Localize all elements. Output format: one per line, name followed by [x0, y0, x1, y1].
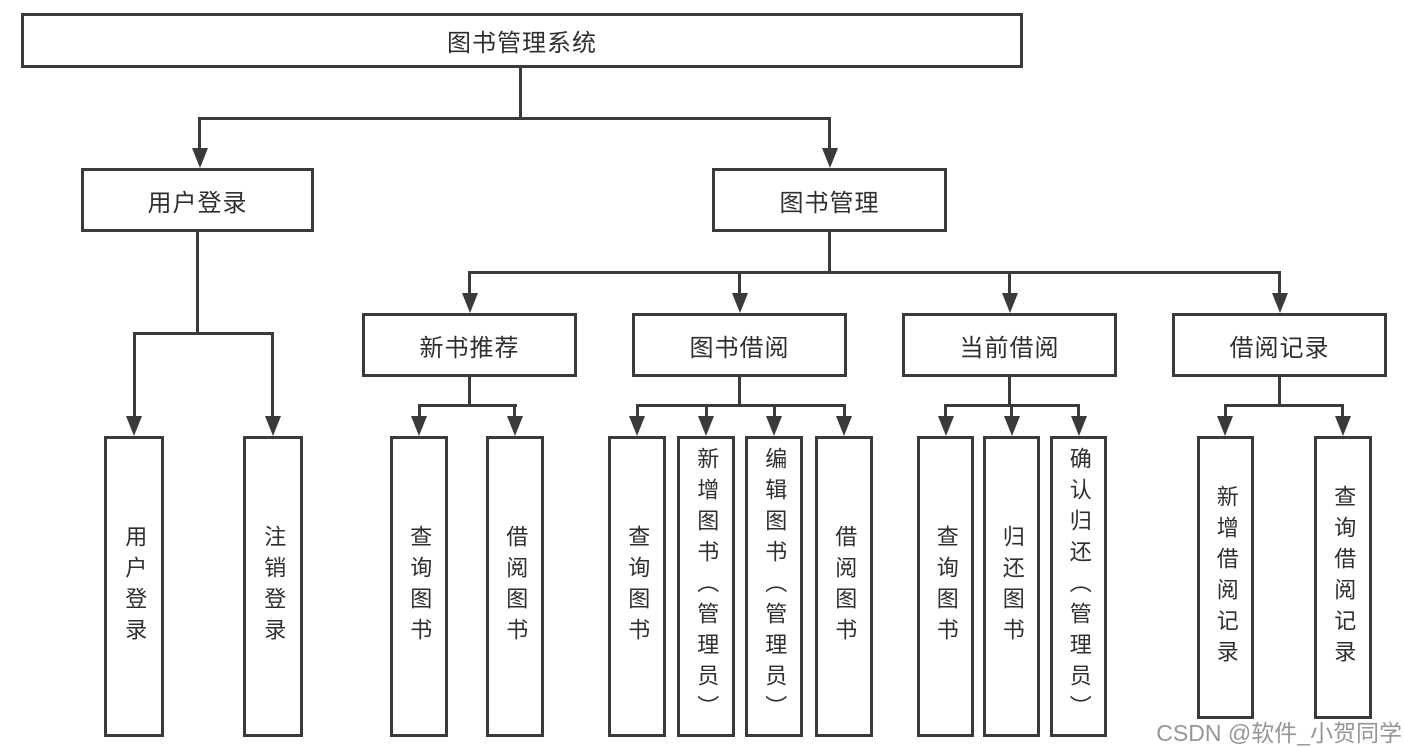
arrow-down-icon — [938, 416, 954, 436]
arrow-down-icon — [507, 416, 523, 436]
arrow-down-icon — [822, 148, 838, 168]
leaf-borrow-books-recommend: 借阅图书 — [486, 436, 544, 737]
leaf-label: 查询借阅记录 — [1331, 484, 1357, 671]
connector-line — [1010, 404, 1013, 420]
arrow-down-icon — [1002, 293, 1018, 313]
leaf-query-books-borrow: 查询图书 — [608, 436, 666, 737]
connector-line — [468, 271, 471, 297]
connector-line — [468, 271, 1281, 274]
leaf-edit-book-admin: 编辑图书（管理员） — [745, 436, 803, 737]
arrow-down-icon — [462, 293, 478, 313]
leaf-label: 注销登录 — [261, 524, 287, 649]
root-node-library-system: 图书管理系统 — [21, 13, 1023, 68]
leaf-query-borrow-record: 查询借阅记录 — [1314, 436, 1372, 719]
connector-line — [519, 66, 522, 119]
node-book-borrow: 图书借阅 — [632, 313, 847, 377]
connector-line — [738, 271, 741, 297]
leaf-add-book-admin: 新增图书（管理员） — [677, 436, 735, 737]
connector-line — [1278, 271, 1281, 297]
leaf-query-books-recommend: 查询图书 — [390, 436, 448, 737]
node-new-book-recommend: 新书推荐 — [362, 313, 577, 377]
leaf-user-login: 用户登录 — [104, 436, 164, 737]
connector-line — [1224, 404, 1344, 407]
connector-line — [133, 332, 136, 419]
arrow-down-icon — [1217, 416, 1233, 436]
arrow-down-icon — [1335, 416, 1351, 436]
leaf-logout: 注销登录 — [243, 436, 303, 737]
connector-line — [1008, 271, 1011, 297]
connector-line — [1077, 404, 1080, 420]
arrow-down-icon — [766, 416, 782, 436]
connector-line — [1341, 404, 1344, 420]
arrow-down-icon — [126, 416, 142, 436]
connector-line — [418, 404, 517, 407]
arrow-down-icon — [1004, 416, 1020, 436]
node-borrow-records: 借阅记录 — [1172, 313, 1387, 377]
connector-line — [418, 404, 421, 420]
node-current-borrow: 当前借阅 — [902, 313, 1117, 377]
connector-line — [636, 404, 639, 420]
connector-line — [198, 117, 831, 120]
leaf-label: 查询图书 — [933, 524, 959, 649]
connector-line — [828, 232, 831, 273]
arrow-down-icon — [698, 416, 714, 436]
arrow-down-icon — [629, 416, 645, 436]
arrow-down-icon — [1071, 416, 1087, 436]
leaf-label: 新增图书（管理员） — [694, 447, 720, 726]
node-user-login: 用户登录 — [81, 168, 314, 232]
connector-line — [198, 117, 201, 150]
connector-line — [828, 117, 831, 150]
leaf-label: 用户登录 — [122, 524, 148, 649]
leaf-query-books-current: 查询图书 — [917, 436, 974, 737]
arrow-down-icon — [836, 416, 852, 436]
leaf-return-book: 归还图书 — [983, 436, 1040, 737]
arrow-down-icon — [1272, 293, 1288, 313]
watermark: CSDN @软件_小贺同学 — [1156, 720, 1402, 746]
leaf-label: 借阅图书 — [503, 524, 529, 649]
arrow-down-icon — [265, 416, 281, 436]
leaf-label: 借阅图书 — [832, 524, 858, 649]
leaf-label: 归还图书 — [999, 524, 1025, 649]
connector-line — [196, 232, 199, 334]
connector-line — [468, 377, 471, 406]
arrow-down-icon — [732, 293, 748, 313]
leaf-confirm-return-admin: 确认归还（管理员） — [1050, 436, 1107, 737]
connector-line — [1008, 377, 1011, 406]
connector-line — [1278, 377, 1281, 406]
connector-line — [513, 404, 516, 420]
arrow-down-icon — [192, 148, 208, 168]
connector-line — [705, 404, 708, 420]
connector-line — [133, 332, 274, 335]
connector-line — [944, 404, 947, 420]
connector-line — [271, 332, 274, 419]
connector-line — [636, 404, 845, 407]
connector-line — [843, 404, 846, 420]
leaf-add-borrow-record: 新增借阅记录 — [1197, 436, 1254, 719]
leaf-label: 新增借阅记录 — [1213, 484, 1239, 671]
connector-line — [773, 404, 776, 420]
connector-line — [1224, 404, 1227, 420]
leaf-label: 查询图书 — [625, 524, 651, 649]
leaf-label: 查询图书 — [407, 524, 433, 649]
leaf-label: 编辑图书（管理员） — [762, 447, 788, 726]
node-book-management: 图书管理 — [712, 168, 947, 232]
leaf-label: 确认归还（管理员） — [1066, 447, 1092, 726]
connector-line — [738, 377, 741, 406]
arrow-down-icon — [411, 416, 427, 436]
leaf-borrow-books-2: 借阅图书 — [815, 436, 873, 737]
